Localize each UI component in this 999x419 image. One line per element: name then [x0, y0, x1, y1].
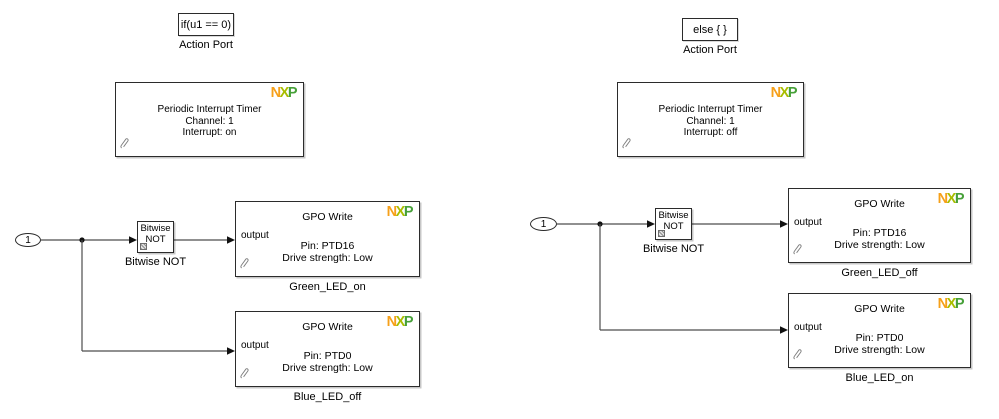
timer-block-text: Periodic Interrupt Timer Channel: 1 Inte… — [658, 104, 763, 138]
pin-setting: Pin: PTD0 — [303, 350, 352, 362]
bitwise-not-text: Bitwise NOT — [658, 210, 689, 232]
gpo-write-title: GPO Write — [854, 303, 905, 315]
gpo-write-title: GPO Write — [302, 211, 353, 223]
gpo-write-block-green-led-off[interactable]: NXP GPO Write output Pin: PTD16 Drive st… — [788, 188, 971, 263]
drive-strength-setting: Drive strength: Low — [282, 252, 373, 264]
block-name-label: Blue_LED_off — [293, 391, 362, 403]
gpo-write-block-green-led-on[interactable]: NXP GPO Write output Pin: PTD16 Drive st… — [235, 201, 420, 277]
bitwise-not-name-label: Bitwise NOT — [642, 243, 705, 255]
nxp-logo: NXP — [937, 296, 965, 312]
nxp-logo: NXP — [270, 85, 298, 101]
pin-setting: Pin: PTD0 — [855, 332, 904, 344]
arrowhead-left-gpo2-input — [227, 347, 235, 355]
nxp-logo: NXP — [386, 314, 414, 330]
paperclip-icon — [792, 242, 803, 260]
inport-number: 1 — [25, 234, 31, 246]
bitwise-not-block[interactable]: Bitwise NOT — [655, 208, 692, 240]
action-port-label: Action Port — [683, 44, 737, 56]
periodic-interrupt-timer-block[interactable]: NXP Periodic Interrupt Timer Channel: 1 … — [617, 82, 804, 157]
action-port-condition: else { } — [693, 23, 727, 36]
periodic-interrupt-timer-block[interactable]: NXP Periodic Interrupt Timer Channel: 1 … — [115, 82, 304, 157]
paperclip-icon — [239, 366, 250, 384]
bitwise-not-name-label: Bitwise NOT — [124, 256, 187, 268]
inport-number: 1 — [540, 218, 547, 230]
paperclip-icon — [621, 136, 632, 154]
timer-block-text: Periodic Interrupt Timer Channel: 1 Inte… — [157, 104, 262, 138]
gpo-write-title: GPO Write — [854, 198, 905, 210]
mask-badge-icon — [140, 243, 147, 250]
arrowhead-right-gpo1-input — [780, 220, 788, 228]
pin-setting: Pin: PTD16 — [300, 240, 355, 252]
action-port-label: Action Port — [179, 39, 233, 51]
paperclip-icon — [119, 136, 130, 154]
output-port-label: output — [794, 217, 822, 228]
output-port-label: output — [241, 340, 269, 351]
drive-strength-setting: Drive strength: Low — [282, 362, 373, 374]
bitwise-not-block[interactable]: Bitwise NOT — [137, 221, 174, 253]
paperclip-icon — [792, 347, 803, 365]
arrowhead-right-bitwise-input — [647, 220, 655, 228]
action-port-block-if[interactable]: if(u1 == 0) — [178, 13, 234, 36]
drive-strength-setting: Drive strength: Low — [834, 344, 925, 356]
output-port-label: output — [794, 322, 822, 333]
gpo-write-block-blue-led-off[interactable]: NXP GPO Write output Pin: PTD0 Drive str… — [235, 311, 420, 387]
mask-badge-icon — [658, 230, 665, 237]
gpo-write-block-blue-led-on[interactable]: NXP GPO Write output Pin: PTD0 Drive str… — [788, 293, 971, 368]
bitwise-not-text: Bitwise NOT — [140, 223, 171, 245]
block-name-label: Blue_LED_on — [845, 372, 914, 384]
nxp-logo: NXP — [770, 85, 798, 101]
drive-strength-setting: Drive strength: Low — [834, 239, 925, 251]
output-port-label: output — [241, 230, 269, 241]
block-name-label: Green_LED_off — [841, 267, 918, 279]
pin-setting: Pin: PTD16 — [852, 227, 907, 239]
inport-oval[interactable]: 1 — [15, 233, 41, 247]
block-name-label: Green_LED_on — [289, 281, 366, 293]
arrowhead-left-bitwise-input — [129, 236, 137, 244]
action-port-block-else[interactable]: else { } — [682, 18, 738, 41]
gpo-write-title: GPO Write — [302, 321, 353, 333]
inport-oval[interactable]: 1 — [530, 217, 557, 231]
nxp-logo: NXP — [386, 204, 414, 220]
nxp-logo: NXP — [937, 191, 965, 207]
action-port-condition: if(u1 == 0) — [180, 18, 232, 31]
paperclip-icon — [239, 256, 250, 274]
arrowhead-left-gpo1-input — [227, 236, 235, 244]
arrowhead-right-gpo2-input — [780, 326, 788, 334]
